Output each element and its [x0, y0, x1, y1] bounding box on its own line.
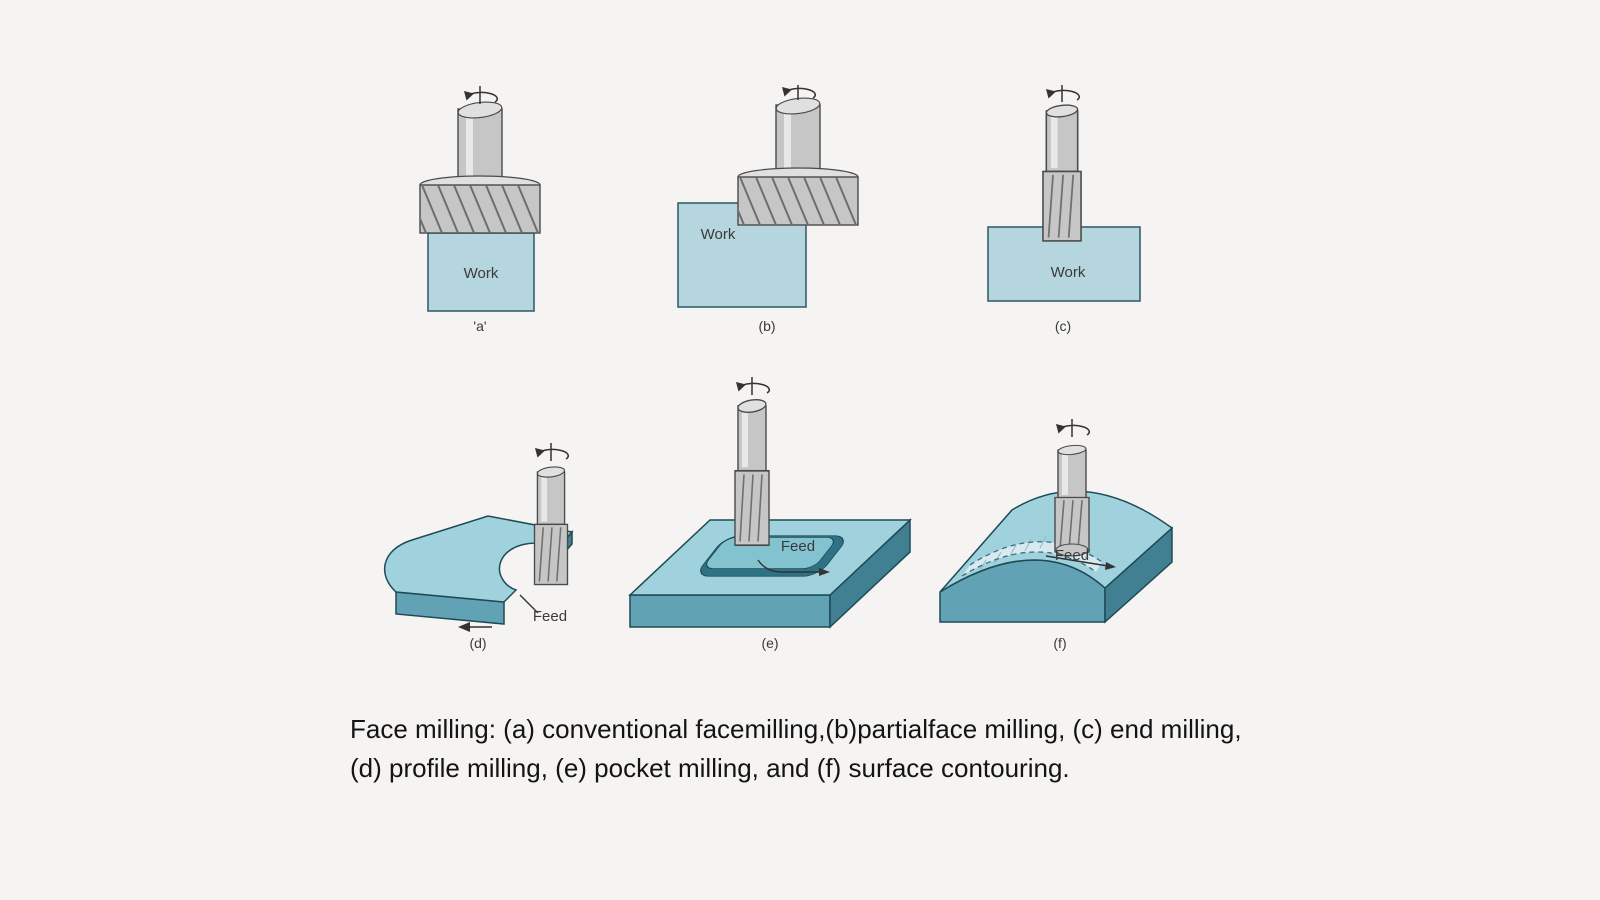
end-mill-cutter [1042, 102, 1082, 242]
rotation-arrow-icon [534, 442, 570, 462]
spindle-shank [775, 97, 821, 180]
diagram-surface-contouring: Feed (f) [939, 418, 1174, 651]
feed-label: Feed [781, 538, 815, 555]
feed-arrow-icon [819, 568, 830, 576]
feed-path [1045, 555, 1109, 567]
work-label: Work [464, 265, 499, 282]
rotation-arrow-icon [735, 376, 771, 396]
feed-path [757, 559, 822, 573]
feed-arrow-icon [458, 622, 470, 632]
panel-label-f: (f) [1053, 635, 1066, 651]
ball-nose-tip [1055, 543, 1089, 557]
diagram-end-milling: Work (c) [987, 85, 1141, 334]
diagram-conventional-face-milling: Work 'a' [419, 85, 541, 334]
panel-label-e: (e) [761, 635, 778, 651]
face-mill-cutter [419, 175, 541, 234]
spindle-shank [457, 101, 503, 186]
rotation-arrow-icon [781, 85, 817, 101]
end-mill-cutter [533, 464, 569, 586]
rotation-arrow-icon [1045, 85, 1081, 103]
work-label: Work [701, 226, 736, 243]
figure-caption: Face milling: (a) conventional facemilli… [350, 714, 1242, 783]
work-label: Work [1051, 264, 1086, 281]
diagram-pocket-milling: Feed (e) [628, 376, 912, 651]
panel-label-a: 'a' [473, 318, 486, 334]
workpiece [427, 232, 535, 312]
diagram-partial-face-milling: Work (b) [677, 85, 859, 334]
rotation-arrow-icon [463, 85, 499, 105]
rotation-arrow-icon [1055, 418, 1091, 438]
face-mill-cutter [737, 167, 859, 226]
diagram-profile-milling: Feed (d) [383, 442, 574, 651]
panel-label-b: (b) [758, 318, 775, 334]
feed-label: Feed [533, 608, 567, 625]
ball-end-mill-cutter [1054, 443, 1090, 553]
end-mill-cutter [734, 397, 770, 547]
panel-label-c: (c) [1055, 318, 1071, 334]
feed-arrow-icon [1105, 562, 1116, 570]
feed-annotation: Feed [458, 594, 567, 632]
panel-label-d: (d) [469, 635, 486, 651]
feed-label: Feed [1055, 547, 1089, 564]
